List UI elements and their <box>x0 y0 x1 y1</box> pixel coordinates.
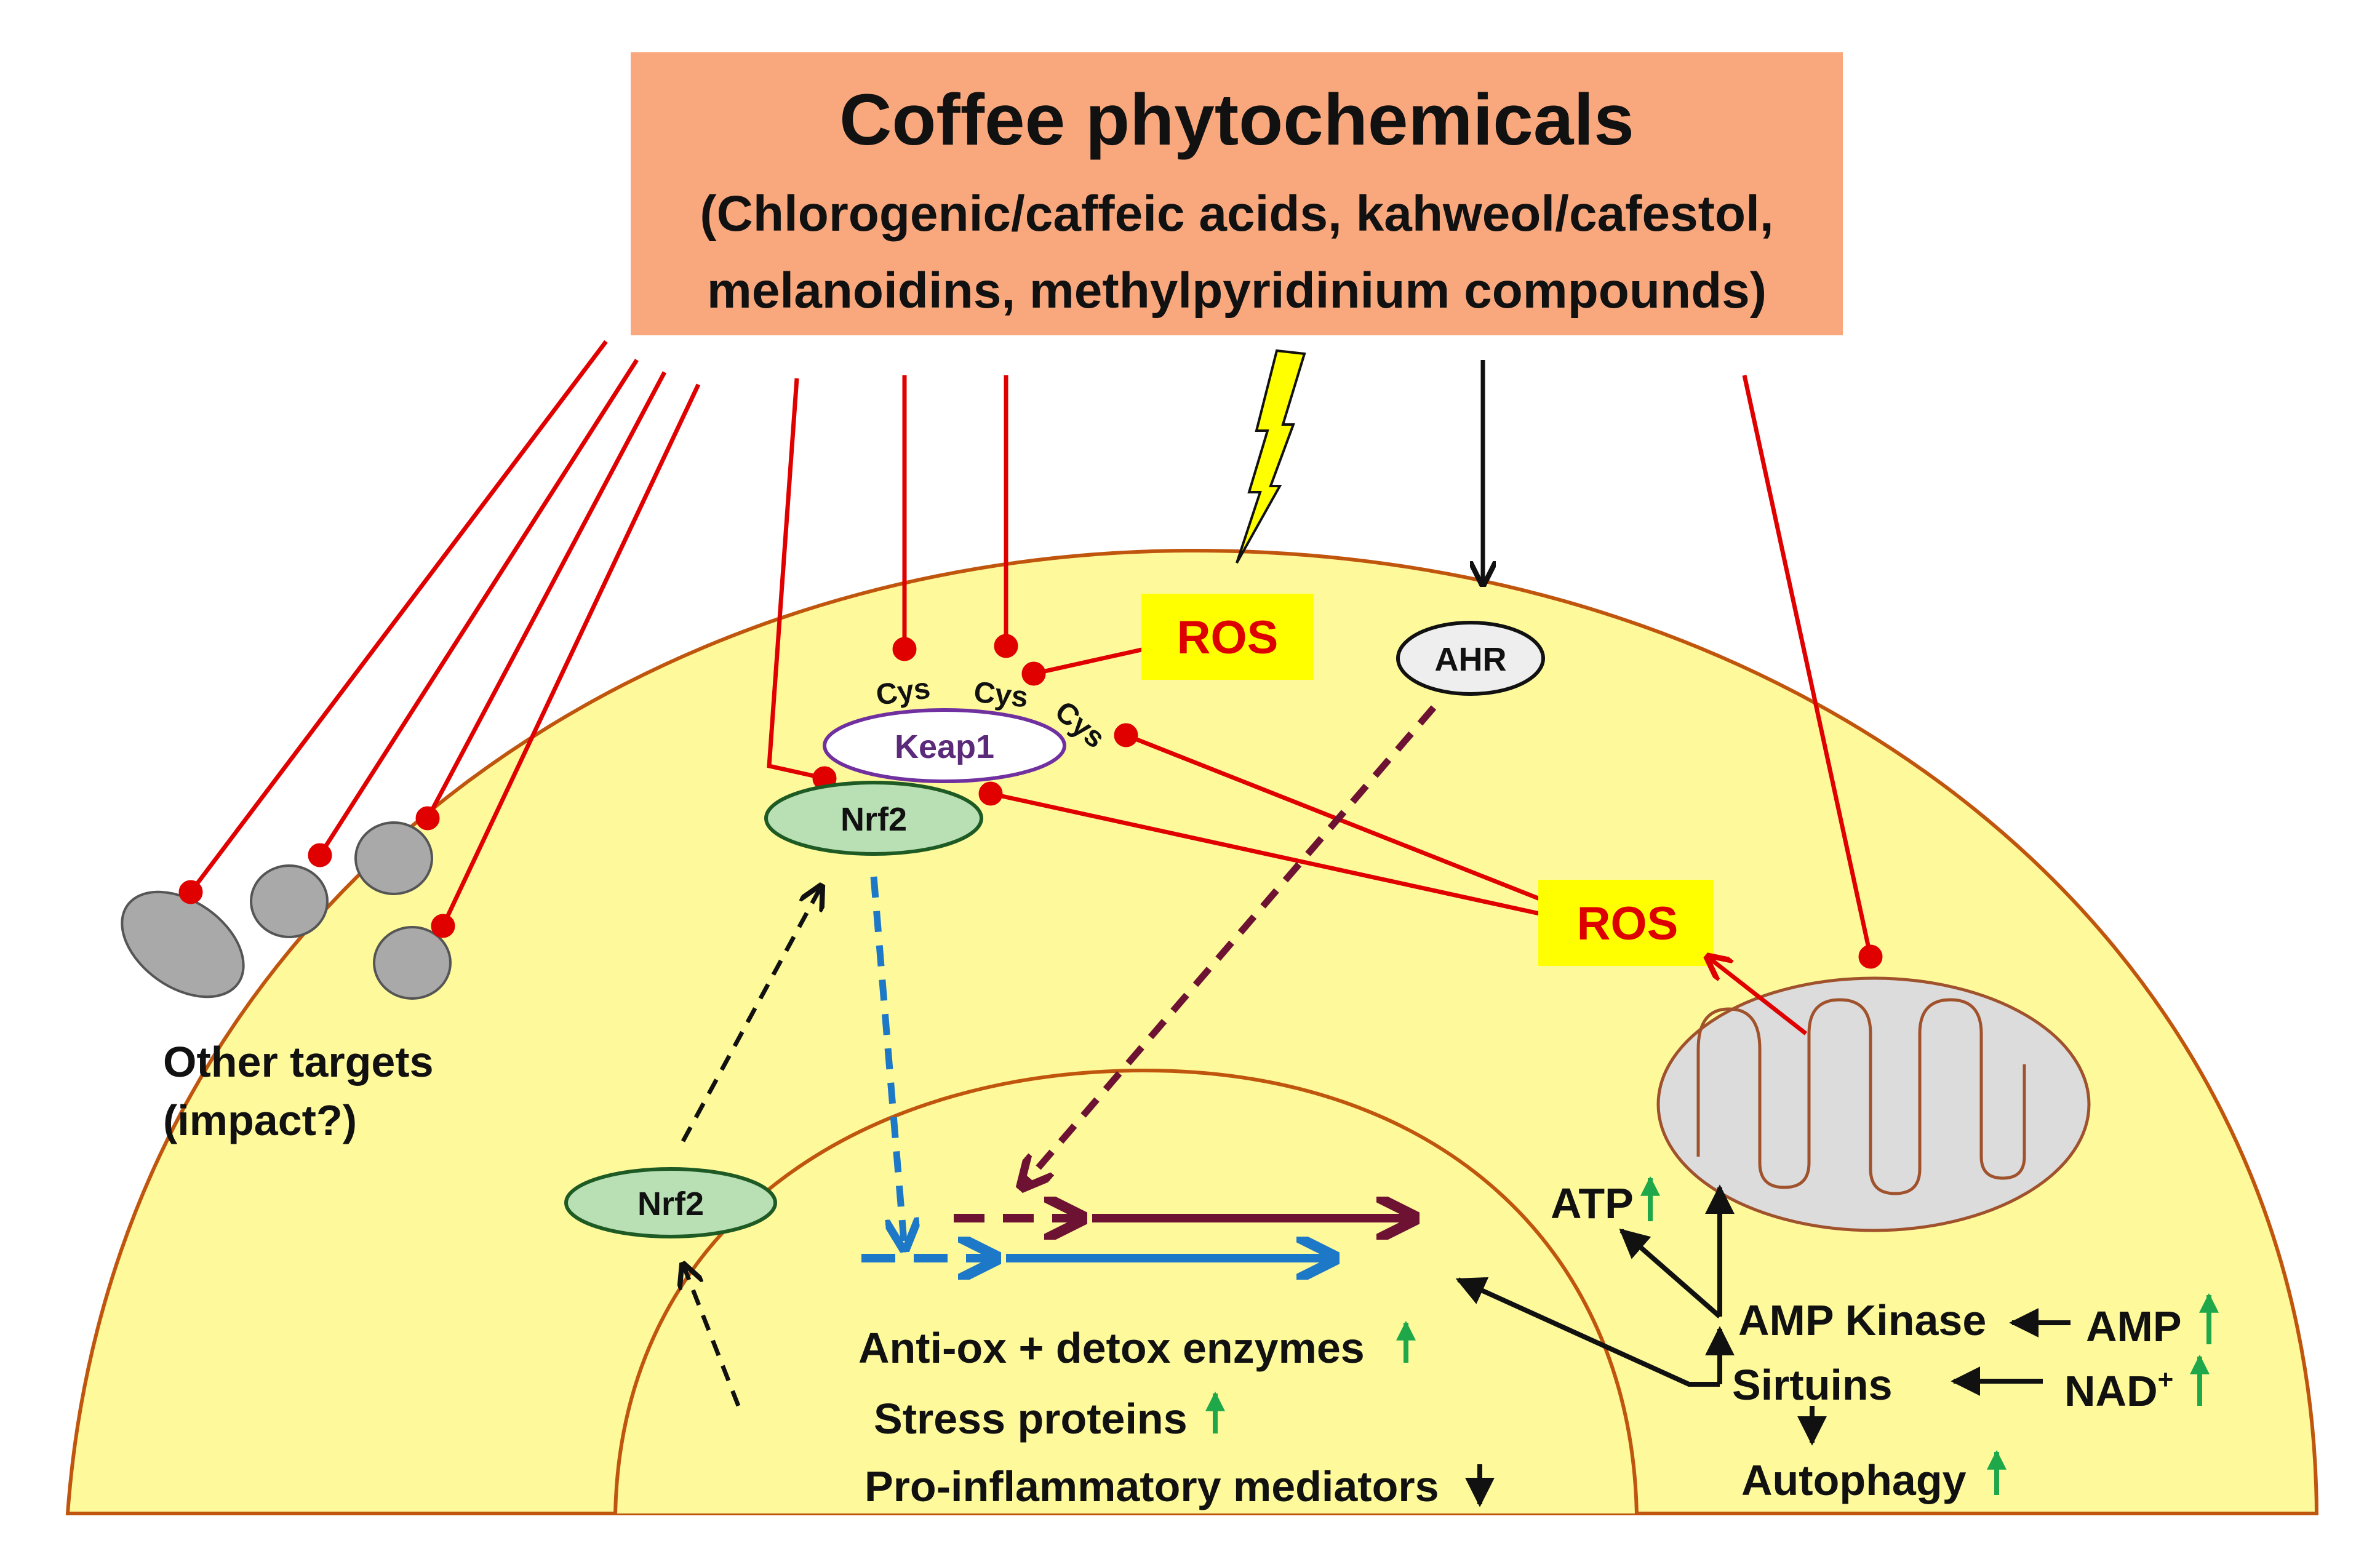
nad-superscript: + <box>2158 1365 2174 1395</box>
lightning-bolt-icon <box>1236 349 1306 564</box>
nrf2-node-bound <box>764 781 983 856</box>
arrow-ahr-to-nucleus-maroon <box>1021 705 1437 1187</box>
autophagy-label: Autophagy <box>1741 1456 1967 1504</box>
ros-box-top <box>1141 594 1314 680</box>
nad-label: NAD+ <box>2064 1365 2173 1415</box>
ros-box-right <box>1538 880 1714 966</box>
nrf2-node-free <box>564 1167 777 1238</box>
header-subtitle-line1: (Chlorogenic/caffeic acids, kahweol/cafe… <box>700 186 1773 242</box>
cell-membrane <box>65 548 2319 1515</box>
organelle-small-3 <box>373 926 452 1000</box>
other-targets-label-line1: Other targets <box>163 1038 434 1086</box>
arrow-nrf2-free-to-bound <box>681 886 821 1142</box>
arrow-nrf2-to-nucleus-blue <box>870 876 904 1249</box>
arrow-mito-to-ros <box>1707 957 1808 1035</box>
ros-label-top: ROS <box>1177 612 1279 664</box>
sirtuins-label: Sirtuins <box>1732 1361 1893 1409</box>
mitochondrion <box>1656 976 2091 1232</box>
organelle-small-1 <box>250 864 329 938</box>
amp-label: AMP <box>2086 1302 2182 1350</box>
cys-label-1: Cys <box>874 672 933 712</box>
antiox-label: Anti-ox + detox enzymes <box>858 1324 1365 1372</box>
ahr-node <box>1396 621 1545 696</box>
organelle-large <box>121 890 245 999</box>
signaling-arrows <box>1455 1184 2071 1446</box>
nrf2-label-free: Nrf2 <box>637 1186 704 1222</box>
header-box <box>631 52 1843 335</box>
header-subtitle-line2: melanoidins, methylpyridinium compounds) <box>707 263 1767 319</box>
stress-label: Stress proteins <box>874 1395 1188 1443</box>
amp-kinase-label: AMP Kinase <box>1738 1296 1986 1344</box>
inhibition-lines-keap1 <box>767 375 1145 791</box>
header-title: Coffee phytochemicals <box>839 79 1634 161</box>
organelle-small-2 <box>354 821 433 895</box>
ros-label-right: ROS <box>1577 898 1679 950</box>
proinflam-label: Pro-inflammatory mediators <box>865 1462 1439 1510</box>
keap1-node <box>823 708 1066 783</box>
cys-label-2: Cys <box>972 676 1029 714</box>
other-targets-label-line2: (impact?) <box>163 1096 357 1144</box>
inhibition-line-mitochondrion <box>1742 375 1883 969</box>
keap1-label: Keap1 <box>895 728 994 765</box>
ahr-label: AHR <box>1435 641 1507 678</box>
atp-label: ATP <box>1551 1179 1634 1227</box>
nrf2-label-bound: Nrf2 <box>841 801 907 838</box>
inhibition-lines-other-targets <box>178 340 701 938</box>
